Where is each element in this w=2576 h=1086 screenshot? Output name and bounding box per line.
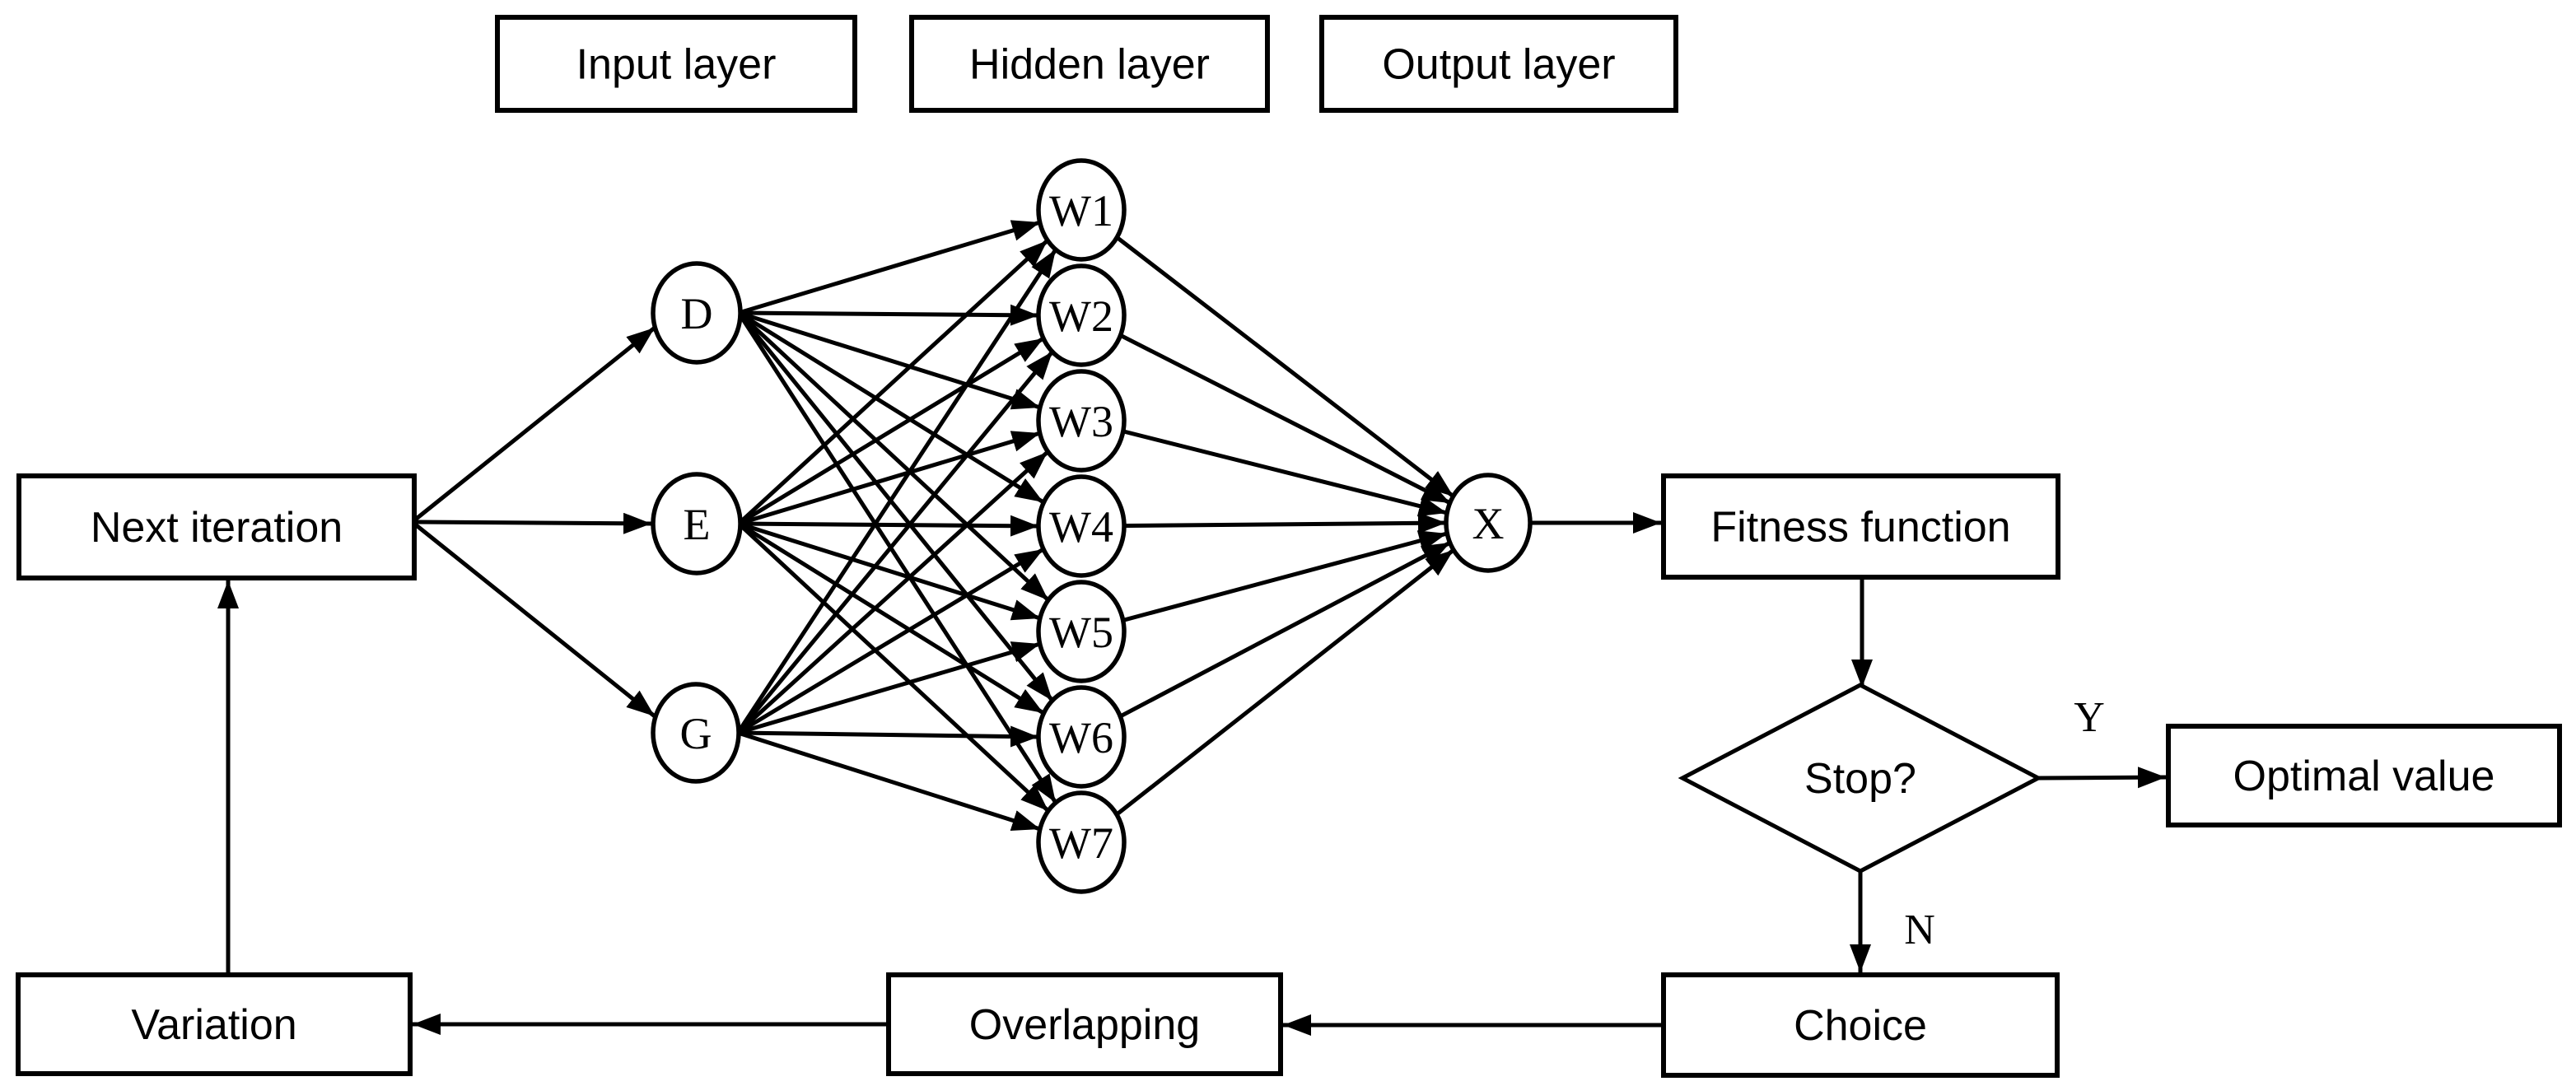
arrow-W6-to-X bbox=[1080, 540, 1452, 739]
arrow-E-to-W7 bbox=[737, 522, 1050, 813]
arrow-D-to-W5 bbox=[737, 311, 1050, 602]
E-ellipse bbox=[651, 472, 743, 576]
arrow-next-iteration-to-E bbox=[413, 512, 652, 534]
arrow-stop-decision-to-optimal-value bbox=[2037, 767, 2167, 789]
input-layer-rect bbox=[495, 15, 857, 113]
label-overlapping: Overlapping bbox=[969, 1001, 1200, 1049]
label-variation: Variation bbox=[131, 1001, 296, 1049]
box-input-layer: Input layer bbox=[495, 15, 857, 113]
choice-rect bbox=[1661, 972, 2060, 1078]
label-neuron-G: G bbox=[680, 709, 712, 758]
W5-ellipse bbox=[1036, 580, 1127, 683]
neuron-W4: W4 bbox=[1036, 474, 1127, 578]
arrow-G-to-W1 bbox=[735, 248, 1058, 734]
label-neuron-W2: W2 bbox=[1049, 291, 1113, 341]
arrow-E-to-W6 bbox=[737, 521, 1045, 715]
decision-stop-decision: Stop? bbox=[1678, 683, 2043, 874]
arrow-D-to-W7 bbox=[736, 311, 1058, 804]
label-stop-decision: Stop? bbox=[1804, 755, 1916, 803]
arrow-W1-to-X bbox=[1080, 208, 1455, 498]
arrow-W4-to-X bbox=[1080, 512, 1447, 534]
W3-ellipse bbox=[1036, 369, 1127, 473]
arrow-D-to-W4 bbox=[737, 310, 1045, 505]
neuron-W6: W6 bbox=[1036, 685, 1127, 789]
box-hidden-layer: Hidden layer bbox=[909, 15, 1270, 113]
variation-rect bbox=[16, 972, 413, 1076]
label-fitness-function: Fitness function bbox=[1710, 504, 2010, 552]
optimal-value-rect bbox=[2166, 724, 2562, 827]
label-neuron-W7: W7 bbox=[1049, 818, 1113, 868]
neuron-X: X bbox=[1444, 473, 1533, 573]
label-neuron-X: X bbox=[1472, 499, 1505, 548]
W1-ellipse bbox=[1036, 158, 1127, 262]
arrow-E-to-W3 bbox=[738, 431, 1041, 526]
label-neuron-W1: W1 bbox=[1049, 186, 1113, 235]
arrow-E-to-W4 bbox=[738, 515, 1039, 537]
arrow-E-to-W2 bbox=[737, 336, 1045, 526]
neuron-W1: W1 bbox=[1036, 158, 1127, 262]
D-ellipse bbox=[651, 261, 743, 365]
label-neuron-W3: W3 bbox=[1049, 397, 1113, 446]
box-overlapping: Overlapping bbox=[886, 972, 1283, 1076]
neuron-W5: W5 bbox=[1036, 580, 1127, 683]
label-output-layer: Output layer bbox=[1382, 41, 1615, 89]
arrow-W5-to-X bbox=[1080, 530, 1448, 634]
arrow-W2-to-X bbox=[1080, 313, 1452, 506]
arrow-G-to-W6 bbox=[737, 725, 1039, 748]
neuron-E: E bbox=[651, 472, 743, 576]
label-neuron-W5: W5 bbox=[1049, 608, 1113, 657]
hidden-layer-rect bbox=[909, 15, 1270, 113]
label-yes-branch: Y bbox=[2074, 694, 2105, 741]
arrow-D-to-W2 bbox=[738, 304, 1039, 326]
label-no-branch: N bbox=[1904, 907, 1935, 953]
W4-ellipse bbox=[1036, 474, 1127, 578]
box-optimal-value: Optimal value bbox=[2166, 724, 2562, 827]
label-next-iteration: Next iteration bbox=[91, 504, 343, 552]
W2-ellipse bbox=[1036, 263, 1127, 367]
W7-ellipse bbox=[1036, 790, 1127, 894]
arrow-next-iteration-to-D bbox=[413, 326, 656, 522]
neuron-D: D bbox=[651, 261, 743, 365]
box-output-layer: Output layer bbox=[1319, 15, 1678, 113]
arrow-D-to-W1 bbox=[738, 220, 1041, 315]
box-next-iteration: Next iteration bbox=[16, 473, 417, 580]
label-hidden-layer: Hidden layer bbox=[969, 41, 1210, 89]
overlapping-rect bbox=[886, 972, 1283, 1076]
label-neuron-E: E bbox=[684, 500, 711, 549]
box-choice: Choice bbox=[1661, 972, 2060, 1078]
arrow-G-to-W4 bbox=[736, 547, 1045, 735]
next-iteration-rect bbox=[16, 473, 417, 580]
neuron-W3: W3 bbox=[1036, 369, 1127, 473]
fitness-function-rect bbox=[1661, 473, 2060, 580]
neuron-W2: W2 bbox=[1036, 263, 1127, 367]
X-ellipse bbox=[1444, 473, 1533, 573]
W6-ellipse bbox=[1036, 685, 1127, 789]
output-layer-rect bbox=[1319, 15, 1678, 113]
label-neuron-D: D bbox=[681, 289, 713, 338]
arrow-G-to-W7 bbox=[737, 730, 1041, 832]
arrow-next-iteration-to-G bbox=[413, 522, 656, 718]
arrow-W3-to-X bbox=[1080, 418, 1448, 517]
neuron-W7: W7 bbox=[1036, 790, 1127, 894]
box-fitness-function: Fitness function bbox=[1661, 473, 2060, 580]
label-choice: Choice bbox=[1794, 1002, 1927, 1050]
label-optimal-value: Optimal value bbox=[2233, 753, 2495, 800]
label-neuron-W6: W6 bbox=[1049, 713, 1113, 762]
arrow-G-to-W3 bbox=[736, 450, 1049, 734]
G-ellipse bbox=[651, 682, 741, 784]
arrow-E-to-W1 bbox=[737, 239, 1049, 525]
arrow-E-to-W5 bbox=[738, 521, 1041, 621]
box-variation: Variation bbox=[16, 972, 413, 1076]
stop-decision-diamond bbox=[1678, 683, 2043, 874]
label-input-layer: Input layer bbox=[576, 41, 777, 89]
arrow-W7-to-X bbox=[1080, 548, 1455, 844]
label-neuron-W4: W4 bbox=[1049, 502, 1113, 552]
neuron-G: G bbox=[651, 682, 741, 784]
arrow-G-to-W2 bbox=[736, 350, 1054, 734]
arrow-D-to-W3 bbox=[738, 310, 1041, 410]
arrow-G-to-W5 bbox=[737, 641, 1041, 735]
arrow-D-to-W6 bbox=[737, 311, 1054, 702]
